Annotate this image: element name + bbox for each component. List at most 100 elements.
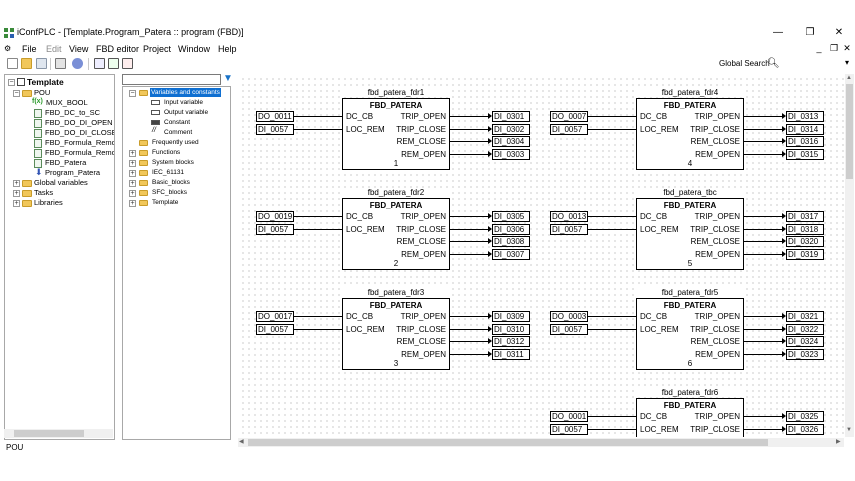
collapse-icon[interactable]: − (13, 90, 20, 97)
input-variable[interactable]: DI_0057 (256, 223, 294, 235)
expand-icon[interactable]: + (129, 160, 136, 167)
output-variable[interactable]: DI_0306 (492, 223, 530, 235)
collapse-icon[interactable]: − (129, 90, 136, 97)
output-variable[interactable]: DI_0326 (786, 423, 824, 435)
input-variable[interactable]: DO_0017 (256, 311, 294, 322)
tree-item-fbd-formula-remote-2[interactable]: FBD_Formula_Remote_ (45, 148, 115, 157)
tree-libraries[interactable]: Libraries (34, 198, 63, 207)
search-icon[interactable]: 🔍︎ (767, 58, 780, 69)
menu-edit[interactable]: Edit (46, 44, 62, 54)
expand-icon[interactable]: + (13, 200, 20, 207)
library-template[interactable]: Template (152, 199, 179, 206)
tree-item-fbd-do-di-open[interactable]: FBD_DO_DI_OPEN (45, 118, 113, 127)
expand-icon[interactable]: + (129, 150, 136, 157)
scrollbar-thumb[interactable] (248, 439, 768, 446)
output-variable[interactable]: DI_0320 (786, 236, 824, 247)
menu-fbd-editor[interactable]: FBD editor (96, 44, 140, 54)
compile-icon[interactable] (72, 58, 83, 69)
output-variable[interactable]: DI_0315 (786, 148, 824, 160)
toolbar-more-icon[interactable]: ▾ (845, 58, 850, 67)
output-variable[interactable]: DI_0311 (492, 348, 530, 360)
minimize-button[interactable]: — (773, 27, 783, 38)
output-variable[interactable]: DI_0309 (492, 311, 530, 322)
restore-button[interactable]: ❐ (805, 27, 815, 38)
mdi-minimize-button[interactable]: _ (816, 43, 822, 53)
menu-view[interactable]: View (69, 44, 89, 54)
output-variable[interactable]: DI_0324 (786, 336, 824, 347)
print-icon[interactable] (55, 58, 66, 69)
mdi-close-button[interactable]: ✕ (843, 43, 851, 53)
output-variable[interactable]: DI_0316 (786, 136, 824, 147)
output-variable[interactable]: DI_0322 (786, 323, 824, 335)
expand-icon[interactable]: + (129, 170, 136, 177)
expand-icon[interactable]: + (13, 180, 20, 187)
tree-global-variables[interactable]: Global variables (34, 178, 88, 187)
scrollbar-thumb[interactable] (14, 430, 84, 437)
download-icon[interactable] (108, 58, 119, 69)
expand-icon[interactable]: + (129, 190, 136, 197)
debug-icon[interactable] (122, 58, 133, 69)
output-variable[interactable]: DI_0318 (786, 223, 824, 235)
save-icon[interactable] (36, 58, 47, 69)
output-variable[interactable]: DI_0323 (786, 348, 824, 360)
library-iec-61131[interactable]: IEC_61131 (152, 169, 185, 176)
output-variable[interactable]: DI_0305 (492, 211, 530, 222)
output-variable[interactable]: DI_0307 (492, 248, 530, 260)
output-variable[interactable]: DI_0302 (492, 123, 530, 135)
input-variable[interactable]: DO_0001 (550, 411, 588, 422)
menu-project[interactable]: Project (143, 44, 172, 54)
input-variable[interactable]: DO_0007 (550, 111, 588, 122)
scroll-right-icon[interactable]: ▶ (836, 439, 841, 445)
tree-horizontal-scrollbar[interactable] (4, 429, 113, 438)
scroll-left-icon[interactable]: ◀ (239, 439, 244, 445)
tree-tasks[interactable]: Tasks (34, 188, 54, 197)
output-variable[interactable]: DI_0319 (786, 248, 824, 260)
input-variable[interactable]: DI_0057 (550, 123, 588, 135)
input-variable[interactable]: DI_0057 (256, 323, 294, 335)
output-variable[interactable]: DI_0325 (786, 411, 824, 422)
menu-window[interactable]: Window (178, 44, 211, 54)
filter-icon[interactable]: ▼ (223, 73, 233, 84)
tree-item-fbd-do-di-close[interactable]: FBD_DO_DI_CLOSE (45, 128, 115, 137)
input-variable[interactable]: DI_0057 (256, 123, 294, 135)
connect-icon[interactable] (94, 58, 105, 69)
output-variable[interactable]: DI_0308 (492, 236, 530, 247)
output-variable[interactable]: DI_0310 (492, 323, 530, 335)
collapse-icon[interactable]: − (8, 79, 15, 86)
input-variable[interactable]: DO_0013 (550, 211, 588, 222)
global-search-label[interactable]: Global Search (719, 59, 770, 68)
output-variable[interactable]: DI_0321 (786, 311, 824, 322)
scrollbar-thumb[interactable] (846, 84, 853, 179)
input-variable[interactable]: DI_0057 (550, 223, 588, 235)
expand-icon[interactable]: + (129, 200, 136, 207)
tree-item-fbd-dc-to-sc[interactable]: FBD_DC_to_SC (45, 108, 101, 117)
library-constant[interactable]: Constant (164, 119, 191, 126)
output-variable[interactable]: DI_0303 (492, 148, 530, 160)
expand-icon[interactable]: + (129, 180, 136, 187)
scroll-down-icon[interactable]: ▼ (846, 427, 852, 433)
input-variable[interactable]: DO_0003 (550, 311, 588, 322)
tree-item-mux-bool[interactable]: MUX_BOOL (46, 98, 88, 107)
tree-item-fbd-formula-remote-1[interactable]: FBD_Formula_Remote_ (45, 138, 115, 147)
library-output-variable[interactable]: Output variable (164, 109, 209, 116)
new-file-icon[interactable] (7, 58, 18, 69)
menu-file[interactable]: File (22, 44, 37, 54)
output-variable[interactable]: DI_0301 (492, 111, 530, 122)
output-variable[interactable]: DI_0313 (786, 111, 824, 122)
scroll-up-icon[interactable]: ▲ (846, 75, 852, 81)
input-variable[interactable]: DI_0057 (550, 323, 588, 335)
library-functions[interactable]: Functions (152, 149, 181, 156)
output-variable[interactable]: DI_0314 (786, 123, 824, 135)
diagram-horizontal-scrollbar[interactable]: ◀ ▶ (238, 438, 844, 447)
expand-icon[interactable]: + (13, 190, 20, 197)
input-variable[interactable]: DO_0019 (256, 211, 294, 222)
library-search-input[interactable] (122, 74, 221, 85)
library-comment[interactable]: Comment (164, 129, 193, 136)
close-button[interactable]: ✕ (834, 27, 844, 38)
